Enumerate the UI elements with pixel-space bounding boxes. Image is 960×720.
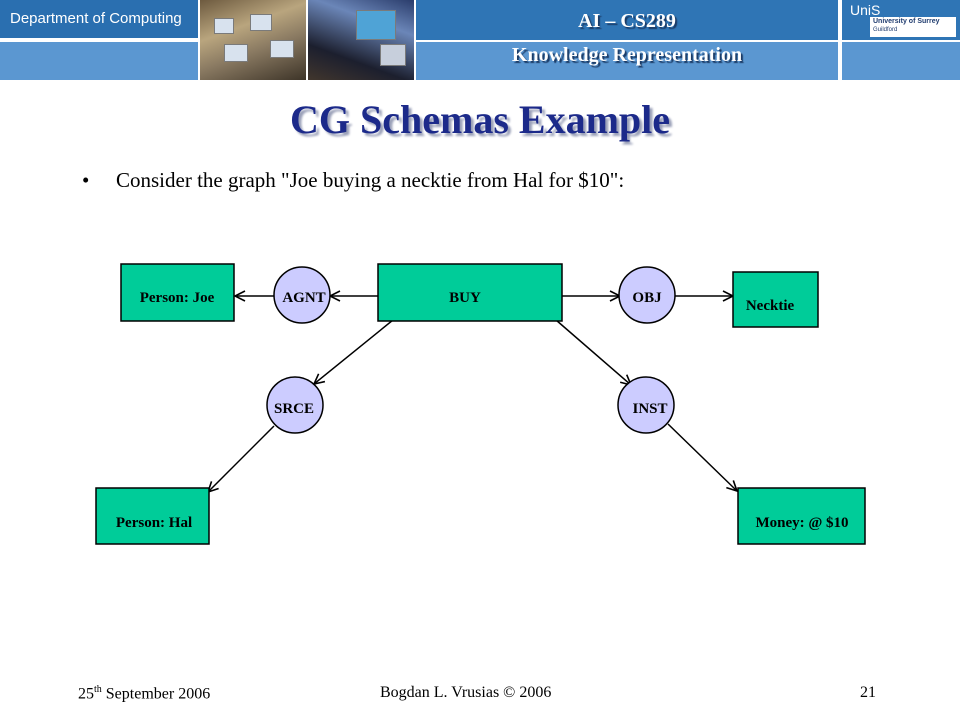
concept-necktie: Necktie	[732, 271, 819, 328]
concept-necktie-label: Necktie	[746, 298, 795, 314]
bullet-text: Consider the graph "Joe buying a necktie…	[116, 168, 625, 192]
concept-person-joe: Person: Joe	[120, 263, 235, 322]
relation-inst-label: INST	[632, 401, 667, 417]
footer-date-rest: September 2006	[101, 685, 211, 703]
relation-agnt-label: AGNT	[282, 290, 325, 306]
header-photo-lab	[200, 0, 306, 80]
concept-buy: BUY	[377, 263, 563, 322]
footer-date-day: 25	[78, 685, 94, 703]
university-banner-lower	[842, 42, 960, 80]
relation-srce: SRCE	[266, 376, 324, 434]
relation-obj-label: OBJ	[632, 290, 662, 306]
concept-buy-label: BUY	[449, 290, 481, 306]
edge-buy-inst	[555, 319, 631, 385]
university-location: Guildford	[873, 27, 898, 33]
slide-title: CG Schemas Example	[290, 97, 670, 142]
footer-author: Bogdan L. Vrusias © 2006	[380, 684, 552, 701]
unis-mark: UniS	[850, 2, 881, 18]
module-banner: Knowledge Representation	[416, 42, 838, 80]
graph-edges	[208, 296, 737, 492]
footer-date: 25th September 2006	[78, 684, 210, 703]
relation-srce-label: SRCE	[274, 401, 314, 417]
course-code: AI – CS289	[578, 10, 676, 32]
bullet-point: • Consider the graph "Joe buying a neckti…	[82, 168, 624, 193]
concept-money-label: Money: @ $10	[755, 515, 848, 531]
footer-date-suffix: th	[94, 684, 102, 695]
university-name: University of Surrey	[873, 18, 940, 25]
university-name-box: University of Surrey Guildford	[870, 17, 956, 37]
concept-person-joe-label: Person: Joe	[140, 290, 215, 306]
concept-person-hal-label: Person: Hal	[116, 515, 192, 531]
relation-inst: INST	[617, 376, 675, 434]
edge-srce-hal	[208, 425, 275, 492]
footer-page-number: 21	[860, 684, 876, 701]
edge-buy-srce	[314, 319, 394, 384]
slide-header: Department of Computing AI – CS289 Knowl…	[0, 0, 960, 80]
header-photo-students	[308, 0, 414, 80]
concept-money: Money: @ $10	[737, 487, 866, 545]
course-banner: AI – CS289	[416, 0, 838, 40]
concept-person-hal: Person: Hal	[95, 487, 210, 545]
relation-obj: OBJ	[618, 266, 676, 324]
university-logo: UniS University of Surrey Guildford	[842, 0, 960, 40]
department-label: Department of Computing	[10, 10, 182, 27]
bullet-dot: •	[82, 168, 90, 192]
module-name: Knowledge Representation	[511, 44, 743, 66]
edge-inst-money	[667, 423, 737, 491]
relation-agnt: AGNT	[273, 266, 331, 324]
department-banner: Department of Computing	[0, 0, 198, 38]
department-banner-lower	[0, 42, 198, 80]
